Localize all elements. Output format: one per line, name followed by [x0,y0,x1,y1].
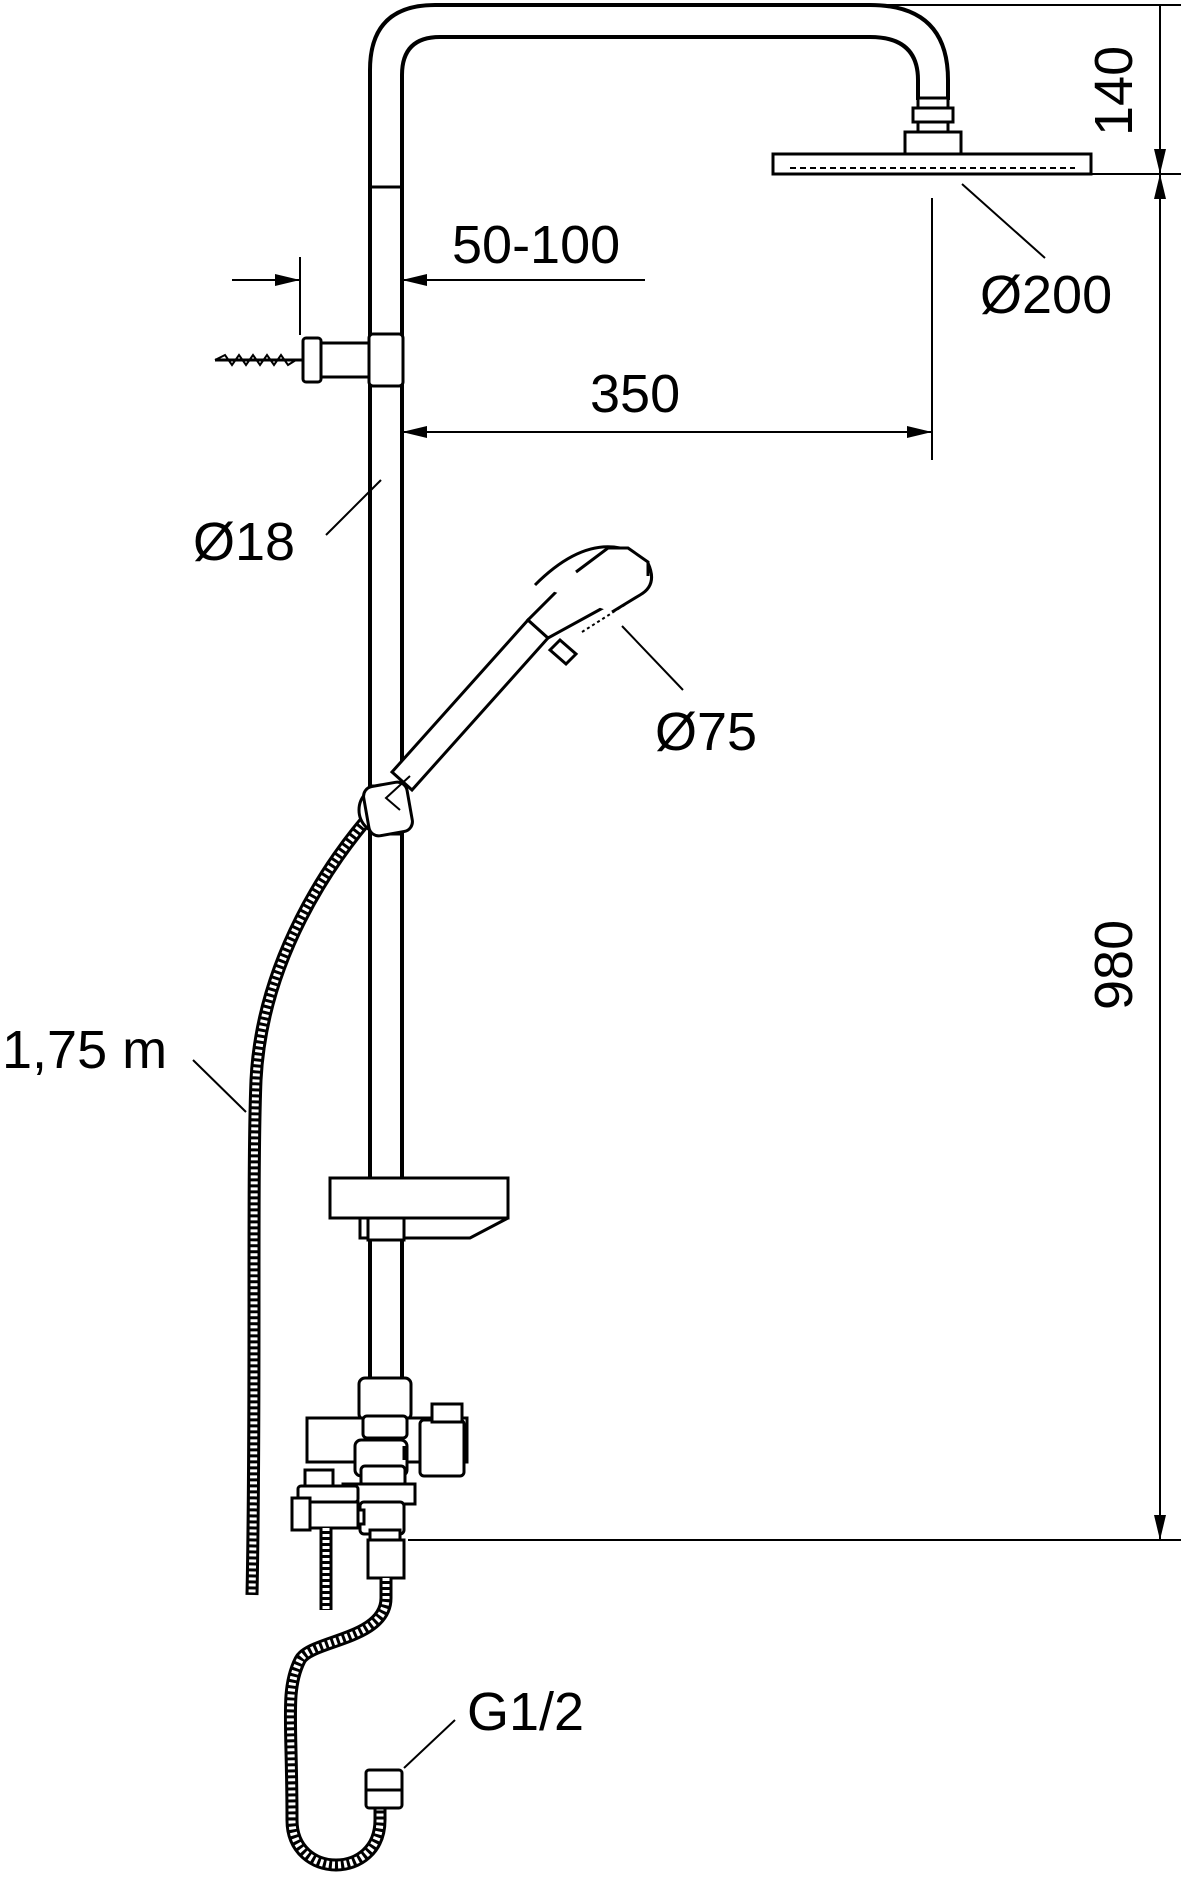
hand-shower-holder [357,780,414,838]
soap-dish [328,1176,510,1242]
hand-shower-hose [245,805,380,1596]
total-height-label: 980 [1084,920,1144,1010]
inlet-hose [283,1538,406,1872]
hand-shower [384,545,654,811]
rail-diameter-leader [325,479,382,536]
hose-length-label: 1,75 m [2,1020,167,1080]
overhead-shower-head [771,96,1093,176]
head-diameter-leader [961,183,1046,259]
total-height-dimension [408,174,1181,1541]
head-height-dimension [870,4,1181,175]
arm-reach-dimension [402,198,933,460]
hand-shower-diameter-label: Ø75 [655,702,757,762]
wall-distance-label: 50-100 [452,215,620,275]
wall-bracket [214,332,405,388]
rail-diameter-label: Ø18 [193,512,295,572]
diverter-valve-assembly [290,1376,469,1546]
inlet-thread-label: G1/2 [467,1682,584,1742]
head-height-label: 140 [1084,46,1144,136]
riser-pipe [368,3,950,1380]
wall-distance-dimension [232,257,645,335]
hand-shower-diameter-leader [621,625,684,691]
arm-reach-label: 350 [590,364,680,424]
head-diameter-label: Ø200 [980,265,1112,325]
hose-length-leader [192,1059,247,1113]
inlet-thread-leader [403,1719,456,1769]
